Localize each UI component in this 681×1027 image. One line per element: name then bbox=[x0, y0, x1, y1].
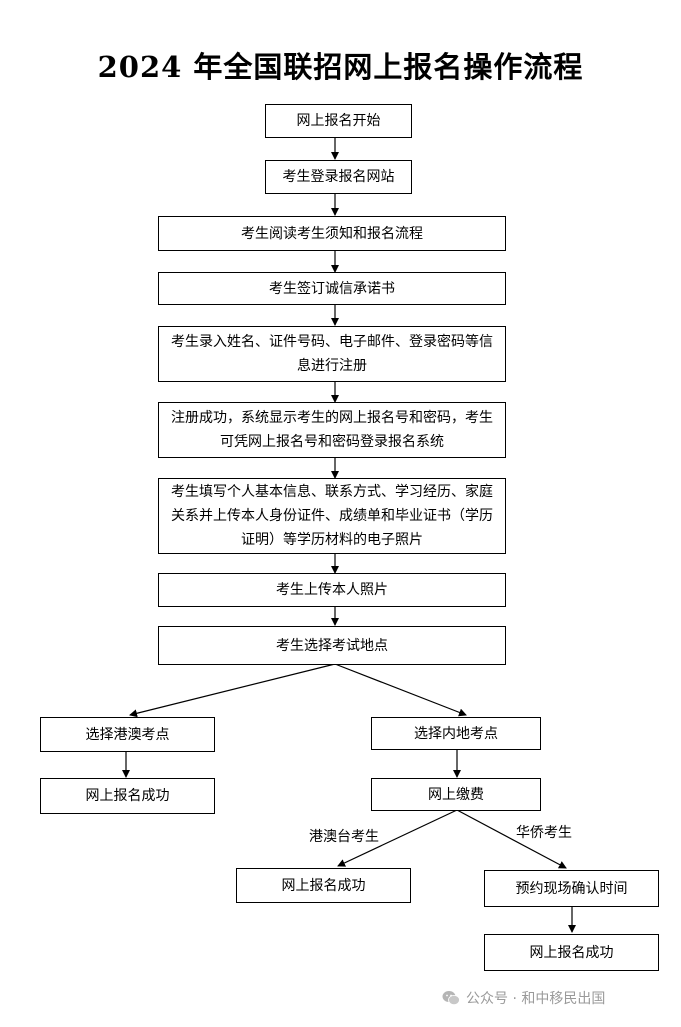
step-payment: 网上缴费 bbox=[371, 778, 541, 811]
step-register: 考生录入姓名、证件号码、电子邮件、登录密码等信息进行注册 bbox=[158, 326, 506, 382]
step-fill-info: 考生填写个人基本信息、联系方式、学习经历、家庭关系并上传本人身份证件、成绩单和毕… bbox=[158, 478, 506, 554]
watermark-text: 公众号 · 和中移民出国 bbox=[466, 991, 606, 1007]
watermark: 公众号 · 和中移民出国 bbox=[442, 988, 605, 1008]
wechat-icon bbox=[442, 990, 460, 1006]
final-success: 网上报名成功 bbox=[484, 934, 659, 971]
arrow-9-left bbox=[129, 663, 336, 718]
step-login: 考生登录报名网站 bbox=[265, 160, 412, 194]
choice-mainland: 选择内地考点 bbox=[371, 717, 541, 750]
step-upload-photo: 考生上传本人照片 bbox=[158, 573, 506, 607]
choice-hk-macao: 选择港澳考点 bbox=[40, 717, 215, 752]
step-read-notice: 考生阅读考生须知和报名流程 bbox=[158, 216, 506, 251]
page-title: 2024 年全国联招网上报名操作流程 bbox=[97, 50, 584, 84]
step-confirm-time: 预约现场确认时间 bbox=[484, 870, 659, 907]
arrow-payment-overseas bbox=[456, 809, 567, 869]
step-sign-pledge: 考生签订诚信承诺书 bbox=[158, 272, 506, 305]
arrow-payment-hk bbox=[337, 809, 458, 867]
arrow-9-right bbox=[334, 663, 467, 717]
step-choose-location: 考生选择考试地点 bbox=[158, 626, 506, 665]
branch-label-hk-macao-tw: 港澳台考生 bbox=[309, 829, 379, 845]
step-register-success: 注册成功，系统显示考生的网上报名号和密码，考生可凭网上报名号和密码登录报名系统 bbox=[158, 402, 506, 458]
step-start: 网上报名开始 bbox=[265, 104, 412, 138]
branch-label-overseas: 华侨考生 bbox=[516, 825, 572, 841]
left-success: 网上报名成功 bbox=[40, 778, 215, 814]
hk-success: 网上报名成功 bbox=[236, 868, 411, 903]
